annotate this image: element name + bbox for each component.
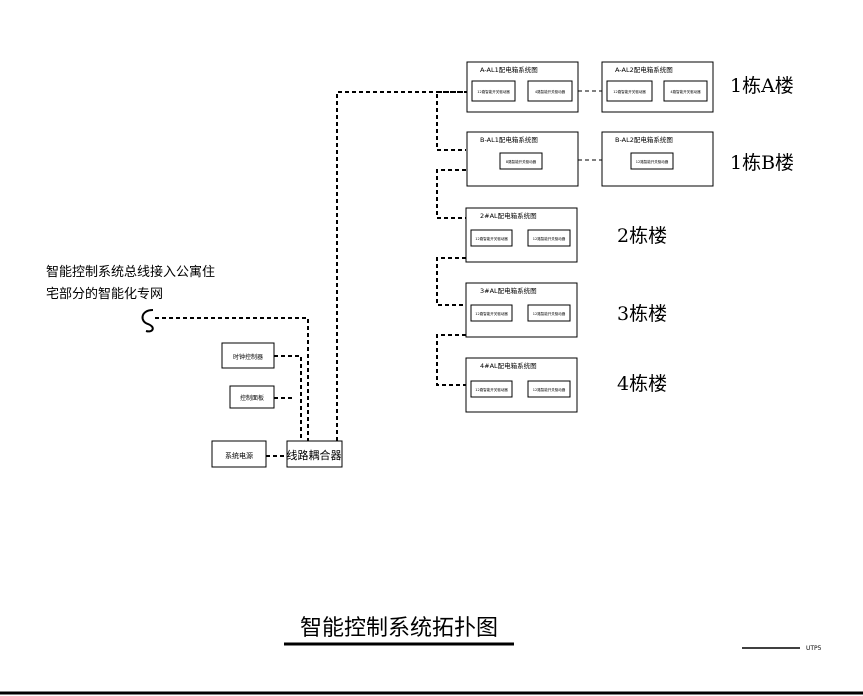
coupler-label: 线路耦合器 — [287, 448, 342, 462]
line-coupler: 线路耦合器 — [286, 440, 343, 468]
bus-link-1b-2 — [436, 169, 466, 219]
panel-title: A-AL1配电箱系统图 — [480, 65, 538, 74]
network-hook-icon — [141, 309, 154, 333]
driver-module — [470, 229, 513, 247]
panel-title: B-AL2配电箱系统图 — [615, 135, 673, 144]
driver-module-label: 12路智能开关驱动器 — [533, 311, 566, 316]
power-label: 系统电源 — [225, 451, 253, 460]
driver-module — [499, 152, 543, 170]
driver-module-label: 12路智能开关驱动器 — [475, 311, 508, 316]
driver-module — [471, 80, 516, 102]
timer-label: 时钟控制器 — [233, 353, 263, 361]
panel-b-al2: B-AL2配电箱系统图 12路智能开关驱动器 — [601, 131, 714, 187]
driver-module-label: 12路智能开关驱动器 — [613, 89, 646, 94]
panel-a-al1: A-AL1配电箱系统图 12路智能开关驱动器 4路智能开关驱动器 — [466, 61, 579, 113]
panel-title: 4#AL配电箱系统图 — [480, 361, 537, 370]
panel-title: B-AL1配电箱系统图 — [480, 135, 538, 144]
bus-wiring — [155, 91, 470, 457]
panel-label: 控制面板 — [240, 394, 264, 402]
bus-note-line2: 宅部分的智能化专网 — [46, 286, 163, 302]
building-label-4: 4栋楼 — [617, 373, 667, 395]
driver-module-label: 8路智能开关驱动器 — [506, 159, 537, 164]
driver-module-label: 4路智能开关驱动器 — [670, 89, 701, 94]
building-label-1a: 1栋A楼 — [730, 75, 794, 97]
driver-module-label: 12路智能开关驱动器 — [475, 387, 508, 392]
bus-line-network — [155, 317, 309, 441]
driver-module — [606, 80, 653, 102]
driver-module-label: 12路智能开关驱动器 — [533, 236, 566, 241]
panel-a-al2: A-AL2配电箱系统图 12路智能开关驱动器 4路智能开关驱动器 — [601, 61, 714, 113]
bus-line-timer — [274, 355, 302, 441]
bus-note-line1: 智能控制系统总线接入公寓住 — [46, 264, 215, 280]
panel-title: 2#AL配电箱系统图 — [480, 211, 537, 220]
bus-link-3-4 — [436, 334, 466, 386]
driver-module — [527, 380, 571, 398]
driver-module — [527, 80, 573, 102]
building-label-3: 3栋楼 — [617, 303, 667, 325]
driver-module — [663, 80, 708, 102]
driver-module — [470, 380, 513, 398]
panel-4-al: 4#AL配电箱系统图 12路智能开关驱动器 12路智能开关驱动器 — [465, 357, 578, 413]
bus-link-2-3 — [436, 257, 466, 306]
panel-2-al: 2#AL配电箱系统图 12路智能开关驱动器 12路智能开关驱动器 — [465, 207, 578, 263]
bus-link-1a-1b — [436, 91, 470, 151]
driver-module — [527, 229, 571, 247]
building-label-2: 2栋楼 — [617, 225, 667, 247]
timer-controller: 时钟控制器 — [221, 342, 275, 369]
building-label-1b: 1栋B楼 — [730, 152, 794, 174]
driver-module-label: 12路智能开关驱动器 — [477, 89, 510, 94]
legend-label: UTP5 — [806, 645, 822, 652]
system-power: 系统电源 — [211, 440, 267, 468]
panel-title: A-AL2配电箱系统图 — [615, 65, 673, 74]
driver-module-label: 12路智能开关驱动器 — [533, 387, 566, 392]
panel-title: 3#AL配电箱系统图 — [480, 286, 537, 295]
driver-module — [630, 152, 674, 170]
driver-module-label: 4路智能开关驱动器 — [535, 89, 566, 94]
diagram-title: 智能控制系统拓扑图 — [300, 616, 498, 641]
panel-3-al: 3#AL配电箱系统图 12路智能开关驱动器 12路智能开关驱动器 — [465, 282, 578, 338]
bus-trunk — [336, 91, 470, 441]
control-panel: 控制面板 — [229, 385, 275, 409]
driver-module — [527, 304, 571, 322]
driver-module-label: 12路智能开关驱动器 — [636, 159, 669, 164]
panel-b-al1: B-AL1配电箱系统图 8路智能开关驱动器 — [466, 131, 579, 187]
driver-module — [470, 304, 513, 322]
driver-module-label: 12路智能开关驱动器 — [475, 236, 508, 241]
